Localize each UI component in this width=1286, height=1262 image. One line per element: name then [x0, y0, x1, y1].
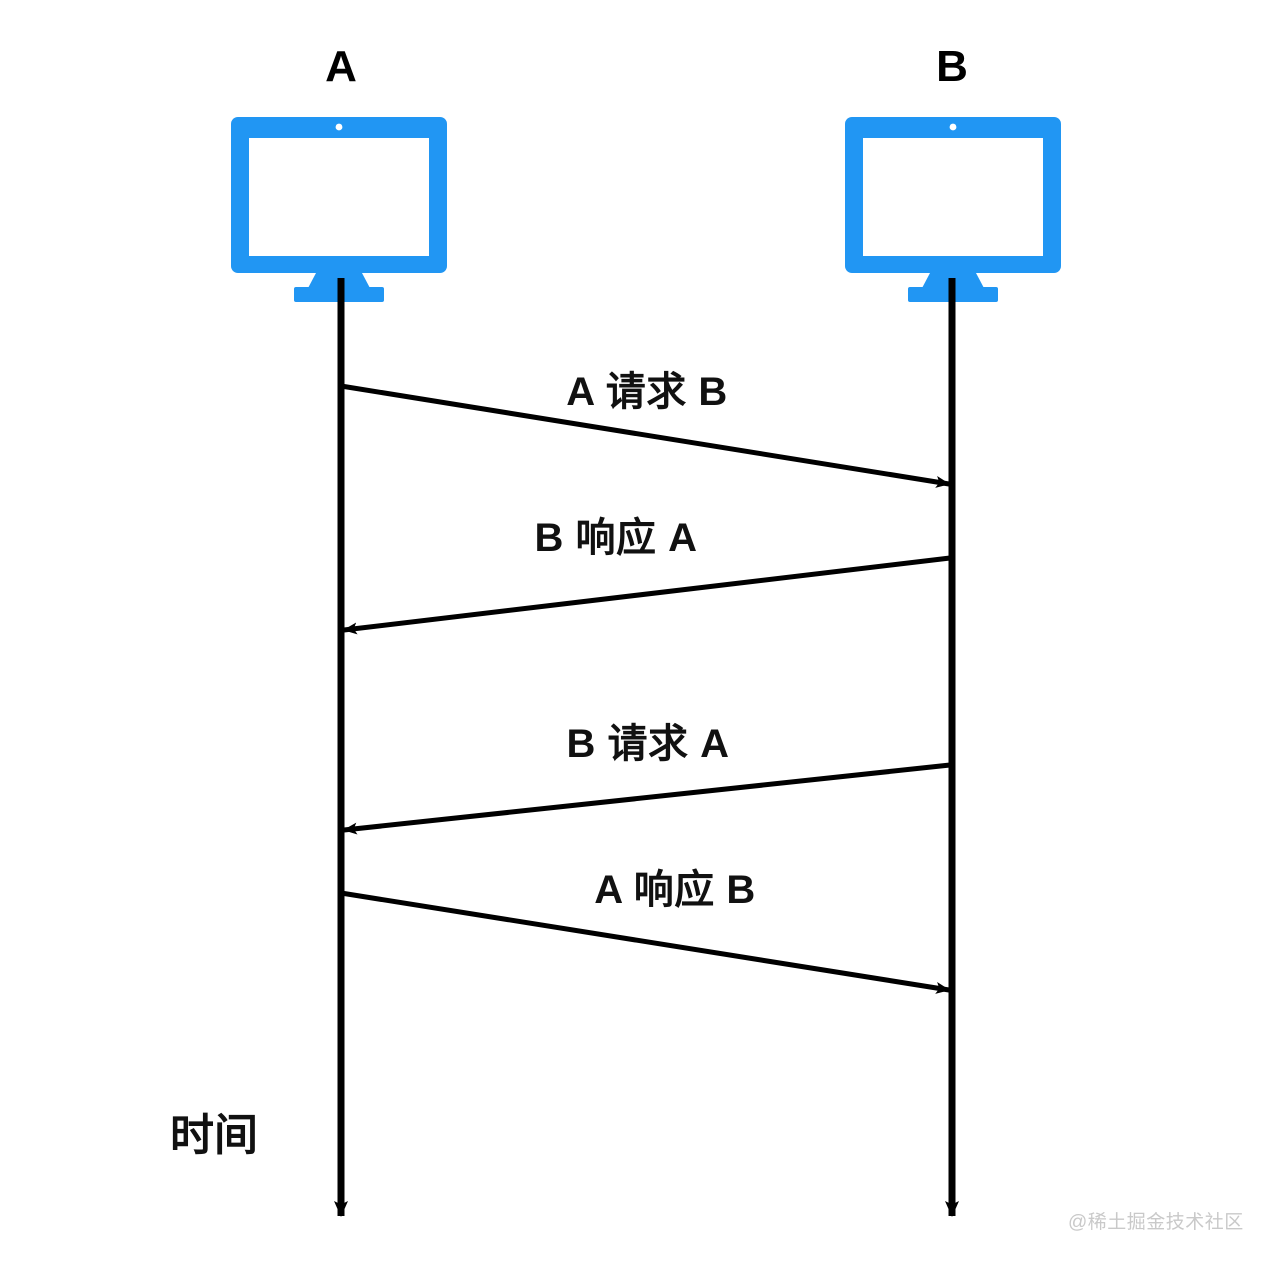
- message-arrow-2: [343, 555, 951, 635]
- participant-b-label: B: [936, 42, 968, 91]
- message-arrow-4: [340, 890, 950, 994]
- message-label-2: B 响应 A: [534, 516, 698, 560]
- message-label-3: B 请求 A: [566, 722, 730, 766]
- watermark-text: @稀土掘金技术社区: [1068, 1212, 1244, 1233]
- participant-a-monitor-icon: [231, 117, 447, 302]
- message-arrow-1: [340, 383, 950, 488]
- participant-a-label: A: [325, 42, 357, 91]
- participant-b-monitor-icon: [845, 117, 1061, 302]
- message-label-4: A 响应 B: [594, 868, 756, 912]
- message-arrow-3: [343, 762, 951, 835]
- time-axis-label: 时间: [170, 1111, 258, 1160]
- message-label-1: A 请求 B: [566, 370, 728, 414]
